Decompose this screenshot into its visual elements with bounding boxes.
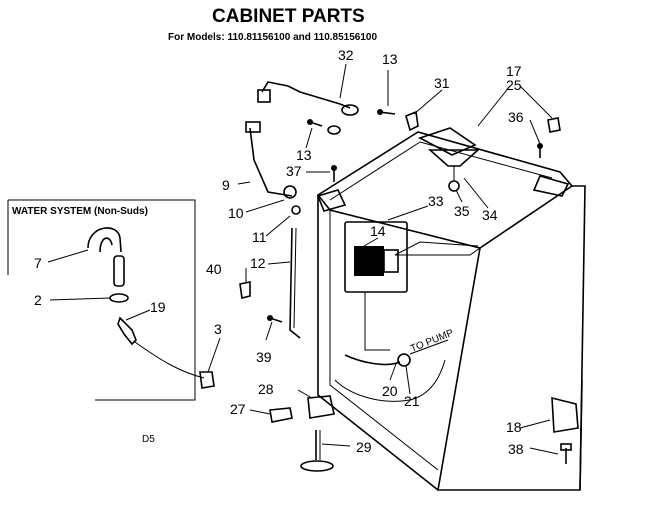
- callout-14: 14: [370, 223, 386, 239]
- callout-2: 2: [34, 292, 42, 308]
- water-valve-assembly: [344, 221, 408, 351]
- callout-9: 9: [222, 177, 230, 193]
- callout-25: 25: [506, 77, 522, 93]
- clip-40-part: [239, 281, 251, 299]
- callout-11: 11: [252, 229, 267, 245]
- inset-title: WATER SYSTEM (Non-Suds): [12, 206, 148, 217]
- callout-37: 37: [286, 163, 302, 179]
- callout-36: 36: [508, 109, 524, 125]
- callout-35: 35: [454, 203, 470, 219]
- leader-lines: [47, 63, 559, 455]
- callout-13-left: 13: [296, 147, 312, 163]
- callout-38: 38: [508, 441, 524, 457]
- rear-bracket-part: [551, 396, 579, 433]
- spacer-part: [269, 407, 293, 423]
- bracket-part: [547, 117, 561, 133]
- clamp-part: [199, 371, 215, 389]
- nozzle-part: [117, 316, 137, 346]
- fill-hose-assembly: [245, 121, 301, 339]
- callout-31: 31: [434, 75, 450, 91]
- callout-39: 39: [256, 349, 272, 365]
- callout-20: 20: [382, 383, 398, 399]
- top-brace-part: [427, 149, 481, 192]
- callout-17: 17: [506, 63, 522, 79]
- callout-34: 34: [482, 207, 498, 223]
- hose-part: [87, 227, 122, 253]
- leg-bracket-part: [307, 395, 335, 419]
- callout-29: 29: [356, 439, 372, 455]
- callout-32: 32: [338, 47, 354, 63]
- diagram-subtitle: For Models: 110.81156100 and 110.8515610…: [168, 32, 377, 43]
- callout-12: 12: [250, 255, 266, 271]
- callout-33: 33: [428, 193, 444, 209]
- callout-21: 21: [404, 393, 420, 409]
- screw-38-part: [560, 443, 572, 464]
- diagram-title: CABINET PARTS: [212, 6, 365, 27]
- callout-28: 28: [258, 381, 274, 397]
- callout-19: 19: [150, 299, 166, 315]
- water-system-inset: WATER SYSTEM (Non-Suds): [7, 199, 215, 401]
- clip-part: [405, 110, 419, 132]
- pump-label: TO PUMP: [409, 327, 455, 354]
- callout-13-top: 13: [382, 51, 398, 67]
- straight-hose-part: [113, 255, 125, 287]
- tube-part: [134, 341, 205, 379]
- pump-hose-assembly: TO PUMP: [344, 327, 456, 367]
- ring-part: [109, 293, 129, 303]
- screw-parts: [267, 109, 543, 323]
- callout-labels: 2 3 7 9 10 11 12 13 13 14 17 18 19 20 21…: [34, 47, 524, 457]
- callout-27: 27: [230, 401, 246, 417]
- page-code: D5: [142, 434, 155, 445]
- callout-3: 3: [214, 321, 222, 337]
- callout-7: 7: [34, 255, 42, 271]
- leveling-leg-part: [300, 430, 334, 472]
- callout-40: 40: [206, 261, 222, 277]
- cabinet-body: [316, 127, 586, 491]
- sensor-wire-part: [257, 81, 359, 135]
- callout-10: 10: [228, 205, 244, 221]
- callout-18: 18: [506, 419, 522, 435]
